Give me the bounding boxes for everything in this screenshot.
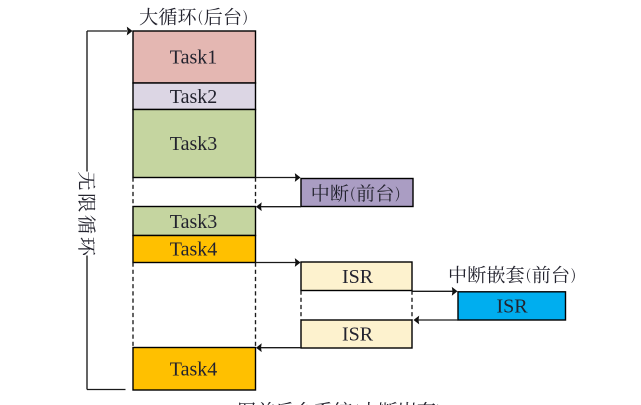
svg-text:Task1: Task1 (170, 47, 217, 69)
svg-text:Task3: Task3 (170, 211, 217, 233)
svg-text:Task2: Task2 (170, 86, 217, 108)
svg-text:Task4: Task4 (170, 358, 217, 380)
svg-text:ISR: ISR (496, 296, 528, 318)
svg-text:ISR: ISR (342, 324, 374, 346)
svg-text:ISR: ISR (342, 266, 374, 288)
svg-text:Task4: Task4 (170, 239, 217, 261)
svg-text:Task3: Task3 (170, 133, 217, 155)
